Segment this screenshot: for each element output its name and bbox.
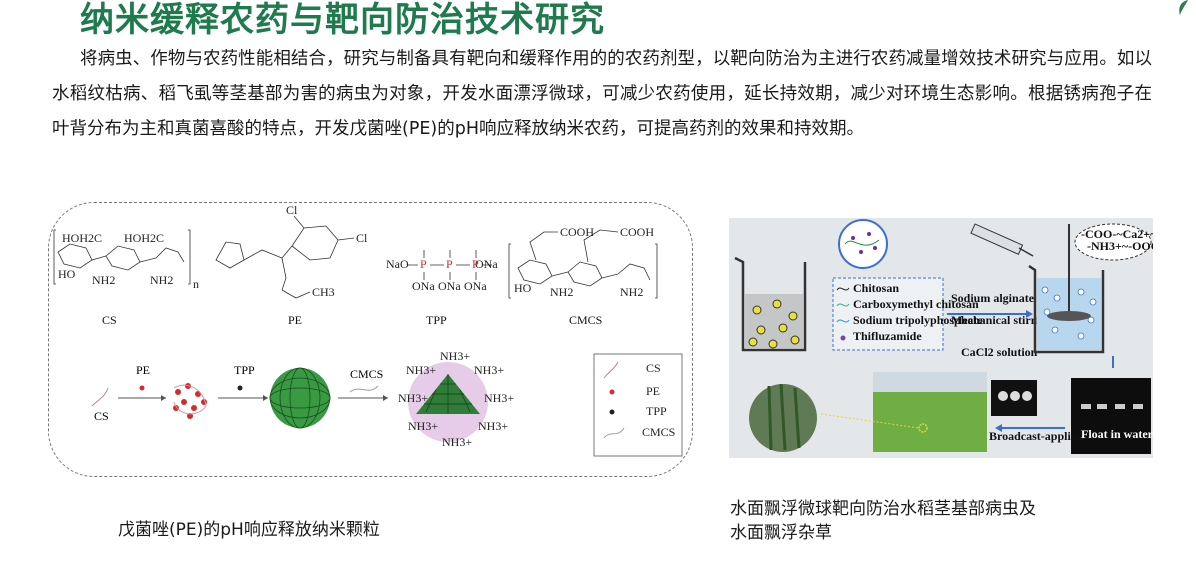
tpp-ona-2: ONa	[412, 279, 435, 293]
svg-text:P: P	[420, 257, 427, 271]
cmcs-ho-2: HO	[514, 281, 532, 295]
cmcs-cooh-2: COOH	[620, 225, 654, 239]
pe-ch3: CH3	[312, 285, 335, 299]
cmcs-cooh-1: COOH	[560, 225, 594, 239]
caption-right-line-1: 水面飘浮微球靶向防治水稻茎基部病虫及	[730, 499, 1036, 519]
process-legend: CS PE TPP CMCS	[593, 353, 683, 457]
cs-ho-1: HO	[58, 267, 76, 281]
cs-nh2-2: NH2	[150, 273, 173, 287]
process-cmcs: CMCS	[350, 367, 383, 381]
cs-hoh2c-2: HOH2C	[124, 231, 164, 245]
legend-tpp: TPP	[646, 404, 667, 418]
process-pe: PE	[136, 363, 150, 377]
beaker-left	[734, 256, 807, 352]
tpp-ona-1: ONa	[475, 257, 498, 271]
label-float: Float in water	[1081, 427, 1153, 441]
caption-left: 戊菌唑(PE)的pH响应释放纳米颗粒	[118, 520, 380, 540]
nh3-label-4: NH3+	[398, 391, 428, 405]
beaker-right	[1028, 224, 1105, 354]
pe-cl-2: Cl	[356, 231, 368, 245]
bubble-line-2: -NH3+~-OOC-	[1087, 239, 1153, 253]
cmcs-nh2-4: NH2	[620, 285, 643, 299]
nh3-label-7: NH3+	[478, 419, 508, 433]
syringe-icon	[970, 223, 1034, 257]
label-broadcast: Broadcast-applied	[989, 429, 1083, 443]
cs-nh2-1: NH2	[92, 273, 115, 287]
label-cmcs: CMCS	[569, 313, 602, 327]
left-figure-frame	[48, 202, 693, 477]
cs-n-sub: n	[193, 277, 199, 291]
svg-text:P: P	[472, 257, 479, 271]
legend-cmcs: CMCS	[642, 425, 675, 439]
page-title: 纳米缓释农药与靶向防治技术研究	[80, 0, 605, 40]
legend-pe: PE	[646, 384, 660, 398]
caption-right: 水面飘浮微球靶向防治水稻茎基部病虫及 水面飘浮杂草	[730, 497, 1036, 545]
process-tpp: TPP	[234, 363, 255, 377]
cs-hoh2c-1: HOH2C	[62, 231, 102, 245]
label-cs: CS	[102, 313, 117, 327]
legend-chitosan: Chitosan	[853, 281, 899, 295]
label-cacl2: CaCl2 solution	[961, 345, 1038, 359]
label-mech-stirring: Mechanical stirring	[951, 313, 1052, 327]
left-figure: HOH2C HOH2C HO NH2 NH2 n Cl Cl CH3 NaO O…	[53, 203, 683, 457]
svg-text:P: P	[446, 257, 453, 271]
pe-cl-1: Cl	[286, 203, 298, 217]
nh3-label-6: NH3+	[408, 419, 438, 433]
nh3-label-2: NH3+	[406, 363, 436, 377]
right-figure: Chitosan Carboxymethyl chitosan Sodium t…	[734, 219, 1153, 454]
legend-tpp: Sodium tripolyphosphate	[853, 313, 983, 327]
label-pe: PE	[288, 313, 302, 327]
nh3-label-5: NH3+	[484, 391, 514, 405]
nh3-label-3: NH3+	[474, 363, 504, 377]
legend-cs: CS	[646, 361, 661, 375]
nh3-label-8: NH3+	[442, 435, 472, 449]
nh3-label-1: NH3+	[440, 349, 470, 363]
caption-right-line-2: 水面飘浮杂草	[730, 523, 832, 543]
process-cs: CS	[94, 409, 109, 423]
legend-cm-chitosan: Carboxymethyl chitosan	[853, 297, 979, 311]
tpp-ona-4: ONa	[464, 279, 487, 293]
tpp-ona-3: ONa	[438, 279, 461, 293]
label-tpp: TPP	[426, 313, 447, 327]
intro-paragraph: 将病虫、作物与农药性能相结合，研究与制备具有靶向和缓释作用的的农药剂型，以靶向防…	[52, 49, 1152, 139]
cmcs-nh2-3: NH2	[550, 285, 573, 299]
bubble-line-1: -COO-~Ca2+~OOC-	[1081, 227, 1153, 241]
process-diagram: CS PE TPP CMCS	[91, 349, 514, 449]
label-sodium-alginate: Sodium alginate	[951, 291, 1035, 305]
legend-thifluzamide: Thifluzamide	[853, 329, 922, 343]
leaf-icon	[1179, 0, 1188, 15]
tpp-nao: NaO	[386, 257, 409, 271]
